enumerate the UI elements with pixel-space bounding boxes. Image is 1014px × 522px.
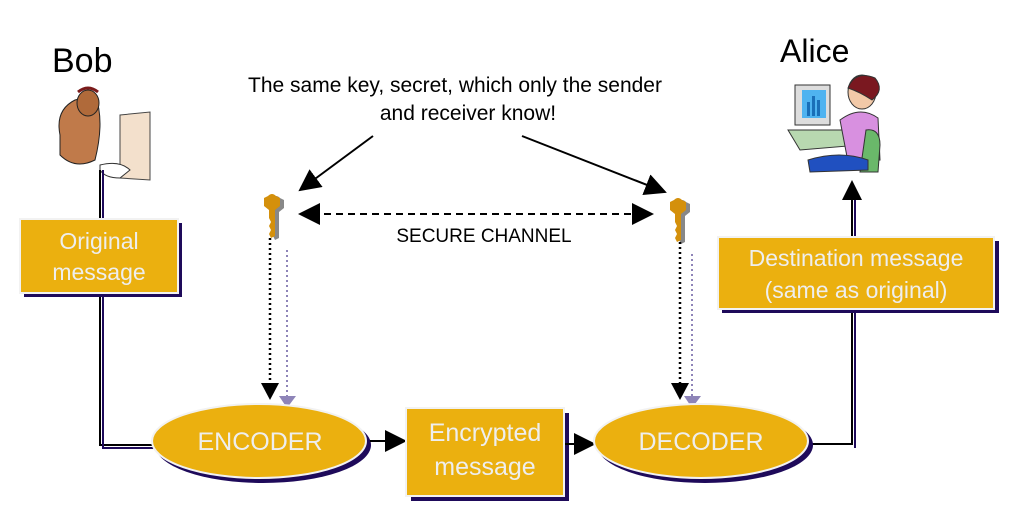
encrypted-message-line2: message bbox=[434, 453, 535, 481]
shared-key-note-line2: and receiver know! bbox=[380, 102, 556, 125]
shared-key-note-line1: The same key, secret, which only the sen… bbox=[248, 74, 662, 97]
original-message-line1: Original bbox=[59, 228, 138, 254]
sender-key-arrowhead bbox=[261, 383, 279, 400]
decoder-label: DECODER bbox=[638, 428, 763, 456]
bob-person-icon bbox=[58, 86, 151, 181]
encrypted-message-box: Encrypted message bbox=[405, 407, 569, 501]
encoder-label: ENCODER bbox=[197, 428, 322, 456]
destination-message-box: Destination message (same as original) bbox=[717, 236, 999, 313]
encrypted-message-line1: Encrypted bbox=[429, 419, 542, 447]
decoder-node: DECODER bbox=[593, 403, 813, 483]
sender-name: Bob bbox=[52, 42, 113, 80]
receiver-key-arrowhead bbox=[671, 383, 689, 400]
destination-message-line2: (same as original) bbox=[765, 277, 948, 303]
encoder-node: ENCODER bbox=[151, 403, 371, 483]
note-arrow-right bbox=[521, 135, 667, 195]
sender-key-arrowhead-secondary bbox=[279, 396, 296, 408]
original-message-line2: message bbox=[52, 259, 145, 285]
destination-message-line1: Destination message bbox=[749, 245, 964, 271]
sender-key-icon bbox=[264, 194, 284, 240]
flow-line-bob-to-encoder bbox=[99, 170, 155, 449]
receiver-name: Alice bbox=[780, 33, 849, 69]
receiver-key-icon bbox=[670, 198, 690, 244]
flow-line-decoder-to-alice bbox=[808, 180, 862, 448]
secure-channel-label: SECURE CHANNEL bbox=[396, 226, 571, 247]
original-message-box: Original message bbox=[19, 218, 182, 297]
receiver-key-arrowhead-secondary bbox=[684, 396, 701, 408]
note-arrow-left bbox=[298, 135, 374, 192]
alice-person-icon bbox=[787, 74, 881, 173]
